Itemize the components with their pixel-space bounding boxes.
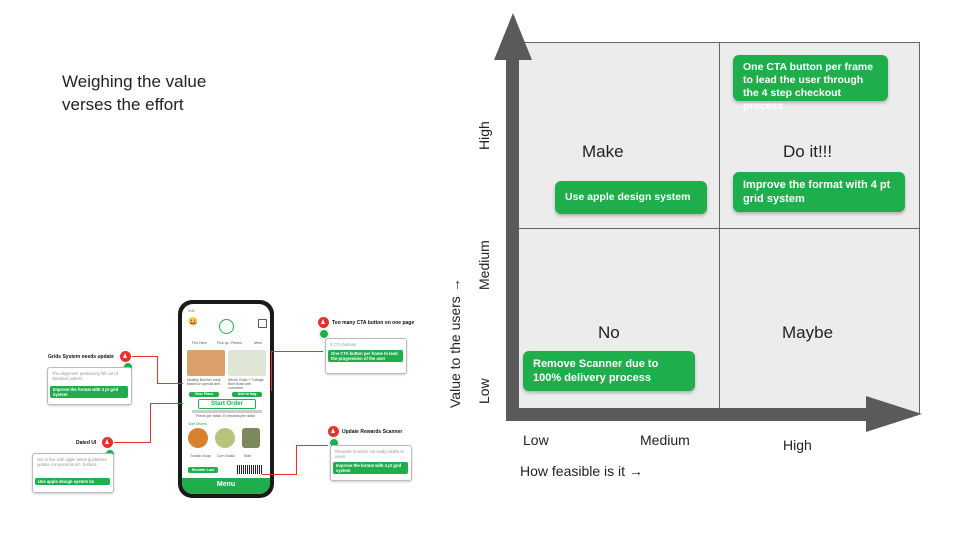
y-axis-title: Value to the users → bbox=[447, 278, 463, 408]
annotation-cta-green: One CTA button per frame to lead the pro… bbox=[328, 350, 403, 362]
quadrant-label-no: No bbox=[598, 323, 620, 342]
warning-icon bbox=[102, 437, 113, 448]
page-heading: Weighing the value verses the effort bbox=[62, 70, 262, 116]
heading-line-2: verses the effort bbox=[62, 95, 184, 114]
meal-image-1 bbox=[187, 350, 225, 376]
quadrant-maybe bbox=[719, 228, 920, 414]
annotation-grid-title: Grids System needs update bbox=[48, 354, 114, 360]
phone-mockup: 9:41 😀 Fed Here Pick up / Return Meal He… bbox=[178, 300, 274, 498]
quadrant-label-maybe: Maybe bbox=[782, 323, 834, 342]
menu-tab-button[interactable]: Menu bbox=[182, 478, 270, 494]
sticky-note-grid-system: Improve the format with 4 pt grid system bbox=[733, 172, 905, 212]
annotation-dated-grey: Not in line with apple latest guidelines… bbox=[37, 457, 107, 467]
annotation-dated-green: Use apple design system ba bbox=[35, 478, 110, 485]
connector-line bbox=[114, 442, 151, 443]
annotation-dot bbox=[319, 329, 329, 339]
dish-image-1 bbox=[188, 428, 208, 448]
phone-screen: 9:41 😀 Fed Here Pick up / Return Meal He… bbox=[182, 304, 270, 494]
annotation-cta-grey: 3 CTA buttons bbox=[330, 342, 357, 347]
x-tick-low: Low bbox=[523, 432, 549, 448]
warning-icon bbox=[120, 351, 131, 362]
warning-icon bbox=[318, 317, 329, 328]
quadrant-label-make: Make bbox=[582, 142, 624, 161]
card2-text: Whole Grain + Cottage Beef Bowl with cuc… bbox=[228, 378, 264, 390]
dish-image-2 bbox=[215, 428, 235, 448]
x-tick-high: High bbox=[783, 437, 812, 453]
connector-line bbox=[150, 403, 151, 443]
start-order-button[interactable]: Start Order bbox=[198, 399, 256, 409]
annotation-grid-card: The alignment positioning fall out of st… bbox=[47, 367, 132, 405]
add-to-bag-button[interactable]: Add to bag bbox=[232, 392, 262, 397]
annotation-cta-title: Too many CTA button on one page bbox=[332, 320, 415, 326]
sticky-note-one-cta: One CTA button per frame to lead the use… bbox=[733, 55, 888, 112]
tab-fed-here[interactable]: Fed Here bbox=[192, 341, 207, 345]
connector-line bbox=[296, 445, 297, 475]
barcode-icon[interactable] bbox=[237, 465, 263, 474]
connector-line bbox=[296, 445, 328, 446]
sticky-note-apple-design: Use apple design system bbox=[555, 181, 707, 214]
annotation-dated-card: Not in line with apple latest guidelines… bbox=[32, 453, 114, 493]
sticky-note-remove-scanner: Remove Scanner due to 100% delivery proc… bbox=[523, 351, 695, 391]
connector-line bbox=[271, 351, 272, 391]
y-tick-medium: Medium bbox=[476, 240, 492, 290]
connector-line bbox=[157, 356, 158, 384]
connector-line bbox=[150, 403, 183, 404]
x-tick-medium: Medium bbox=[640, 432, 690, 448]
status-bar: 9:41 bbox=[188, 309, 195, 313]
annotation-scanner-card: Rewards Scanner not really visible to us… bbox=[330, 445, 412, 481]
dish-name-1: Tomato Soup bbox=[190, 454, 211, 458]
card1-text: Healthy Butcher meal based on special di… bbox=[187, 378, 221, 386]
warning-icon bbox=[328, 426, 339, 437]
heading-line-1: Weighing the value bbox=[62, 72, 207, 91]
y-tick-low: Low bbox=[476, 378, 492, 404]
connector-line bbox=[271, 351, 323, 352]
view-plans-button[interactable]: View Plans bbox=[189, 392, 219, 397]
dish-image-3 bbox=[242, 428, 260, 448]
bag-icon[interactable] bbox=[258, 319, 267, 328]
emoji-icon: 😀 bbox=[188, 317, 198, 326]
dish-name-3: Side bbox=[244, 454, 252, 458]
logo-icon bbox=[219, 319, 234, 334]
annotation-cta-card: 3 CTA buttons One CTA button per frame t… bbox=[325, 338, 407, 374]
side-dishes-heading: Side Dishes bbox=[188, 422, 207, 426]
annotation-grid-grey: The alignment positioning fall out of st… bbox=[52, 371, 118, 381]
tab-pick-up[interactable]: Pick up / Return bbox=[217, 341, 242, 345]
connector-line bbox=[132, 356, 158, 357]
annotation-scanner-grey: Rewards Scanner not really visible to us… bbox=[335, 449, 404, 459]
dish-name-2: Corn Salad bbox=[217, 454, 235, 458]
meal-image-2 bbox=[228, 350, 266, 376]
annotation-grid-green: Improve the format with 4 pt grid system bbox=[50, 386, 128, 398]
y-tick-high: High bbox=[476, 121, 492, 150]
tab-meal[interactable]: Meal bbox=[254, 341, 262, 345]
quadrant-label-do-it: Do it!!! bbox=[783, 142, 833, 161]
reorder-button[interactable]: Reorder Last review bbox=[188, 467, 218, 478]
x-axis-title: How feasible is it → bbox=[520, 463, 643, 479]
connector-line bbox=[262, 474, 297, 475]
points-info: Points per dollar 20 rewards per dollar bbox=[196, 414, 256, 418]
annotation-scanner-title: Update Rewards Scanner bbox=[342, 429, 403, 435]
annotation-dated-title: Dated UI bbox=[76, 440, 97, 446]
annotation-scanner-green: Improve the format with 4 pt grid system bbox=[333, 462, 408, 474]
connector-line bbox=[157, 383, 183, 384]
points-progress bbox=[192, 410, 262, 413]
